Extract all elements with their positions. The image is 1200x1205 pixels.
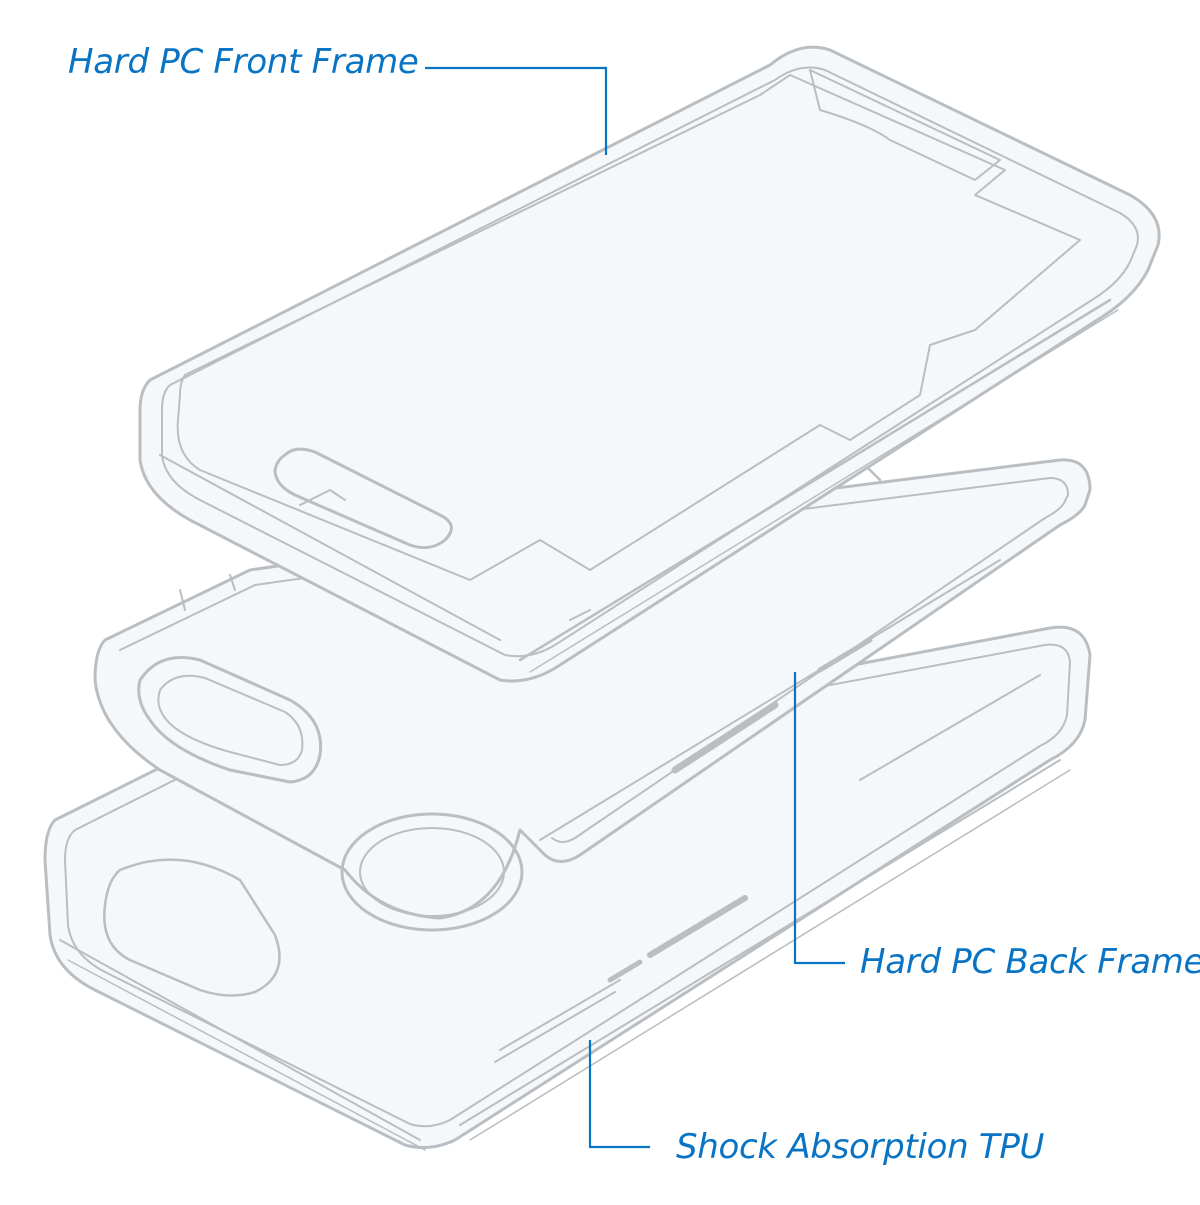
leader-line-front	[425, 66, 608, 155]
callout-tpu: Shock Absorption TPU	[676, 1127, 1045, 1167]
callout-front-frame: Hard PC Front Frame	[68, 42, 419, 82]
leader-lines	[425, 66, 845, 1149]
leader-line-tpu	[588, 1040, 650, 1149]
callout-back-frame: Hard PC Back Frame	[860, 942, 1200, 982]
front-frame-layer	[138, 45, 1161, 683]
leader-line-back	[793, 672, 845, 965]
